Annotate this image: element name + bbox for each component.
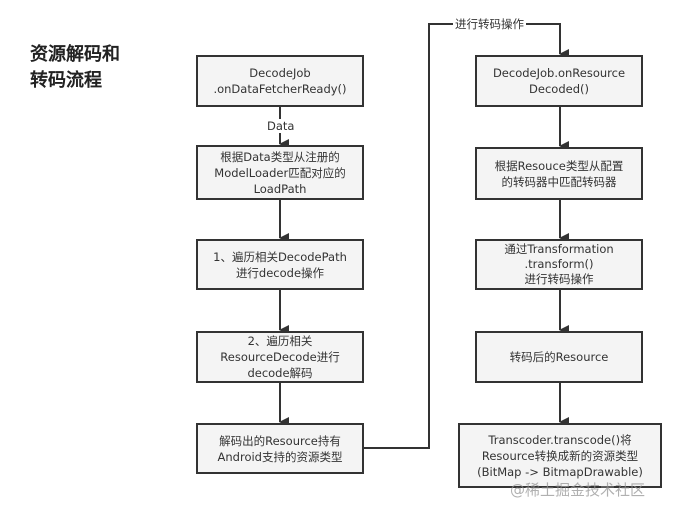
- title-line: 转码流程: [30, 70, 102, 91]
- box-text: ResourceDecode进行: [220, 350, 340, 364]
- watermark: @稀土掘金技术社区: [510, 481, 646, 499]
- box-text: Transcoder.transcode()将: [488, 432, 632, 447]
- box-resourcedecode: 2、遍历相关 ResourceDecode进行 decode解码: [196, 331, 364, 383]
- edge-label-data: Data: [265, 119, 297, 133]
- box-text: decode解码: [247, 366, 313, 380]
- box-text: Android支持的资源类型: [217, 449, 343, 464]
- box-text: 根据Data类型从注册的: [220, 149, 340, 164]
- box-text: ModelLoader匹配对应的: [214, 165, 346, 180]
- box-text: 2、遍历相关: [247, 334, 313, 348]
- edge-label-transcode: 进行转码操作: [453, 16, 526, 32]
- box-text: 根据Resouce类型从配置: [494, 158, 624, 173]
- box-text: 进行decode操作: [235, 265, 325, 280]
- box-text: Decoded(): [529, 82, 589, 96]
- box-decodejob-fetcher-ready: DecodeJob .onDataFetcherReady(): [196, 55, 364, 107]
- box-text: Resource转换成新的资源类型: [481, 448, 639, 463]
- diagram-title: 资源解码和转码流程: [30, 42, 120, 94]
- box-text: .transform(): [524, 257, 594, 271]
- box-text: DecodeJob: [249, 66, 311, 80]
- box-transformation: 通过Transformation.transform()进行转码操作: [475, 239, 643, 290]
- box-text: 1、遍历相关DecodePath: [213, 249, 347, 264]
- box-text: LoadPath: [253, 181, 307, 196]
- box-text: DecodeJob.onResource: [492, 66, 626, 80]
- box-transcoded-resource: 转码后的Resource: [475, 331, 643, 383]
- box-text: 进行转码操作: [524, 272, 594, 286]
- box-text: 解码出的Resource持有: [219, 433, 341, 448]
- box-match-transcoder: 根据Resouce类型从配置的转码器中匹配转码器: [475, 147, 643, 200]
- box-text: (BitMap -> BitmapDrawable): [477, 464, 643, 479]
- arrow: [364, 23, 569, 449]
- box-text: 通过Transformation: [504, 242, 614, 256]
- box-text: 转码后的Resource: [509, 350, 609, 364]
- box-text: 的转码器中匹配转码器: [501, 174, 617, 189]
- title-line: 资源解码和: [30, 44, 120, 65]
- box-text: .onDataFetcherReady(): [213, 82, 347, 96]
